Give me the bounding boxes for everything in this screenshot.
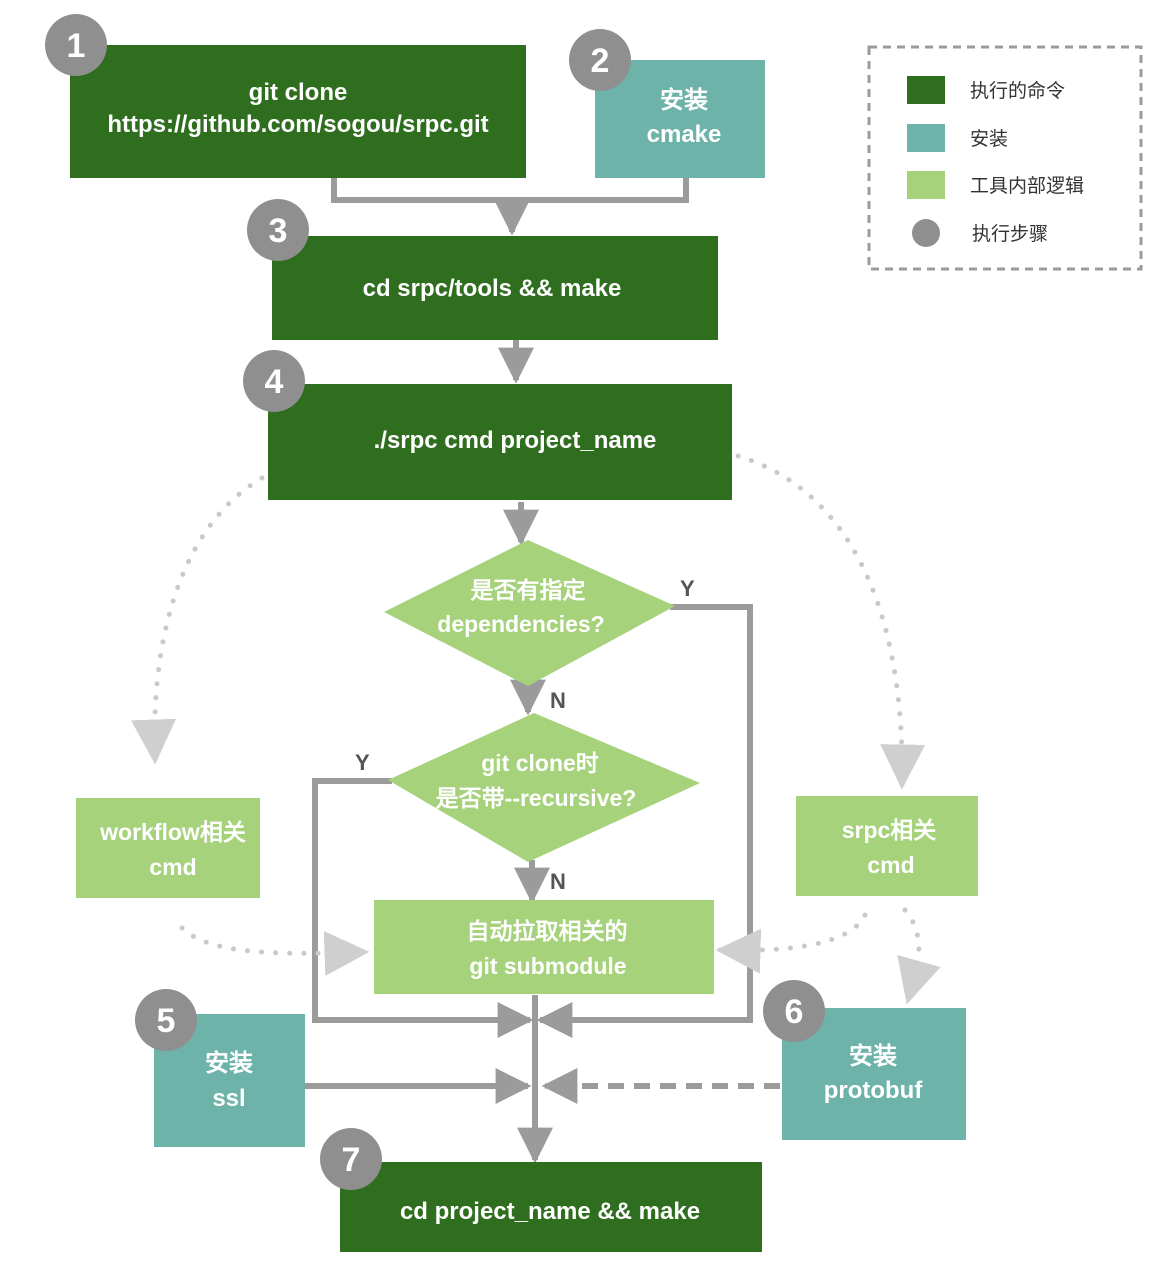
decision-recursive-line2: 是否带--recursive? bbox=[436, 785, 637, 811]
node-make-project-line1: cd project_name && make bbox=[400, 1198, 700, 1225]
node-install-protobuf-line1: 安装 bbox=[849, 1042, 897, 1070]
node-make-project-box bbox=[340, 1162, 762, 1252]
step-3: 3 bbox=[247, 199, 309, 261]
node-install-ssl-line2: ssl bbox=[212, 1085, 245, 1112]
edge-clone-to-tools bbox=[331, 178, 512, 203]
node-workflow-cmd-line1: workflow相关 bbox=[99, 819, 246, 845]
decision-dependencies-shape bbox=[384, 540, 675, 686]
node-git-clone-line1: git clone bbox=[249, 79, 348, 106]
step-2: 2 bbox=[569, 29, 631, 91]
node-git-clone: git clone https://github.com/sogou/srpc.… bbox=[70, 45, 526, 178]
label-recursive-no: N bbox=[550, 869, 566, 894]
legend-item-step: 执行步骤 bbox=[912, 219, 1048, 247]
node-git-clone-line2: https://github.com/sogou/srpc.git bbox=[107, 111, 488, 138]
edge-workflow-to-submodule bbox=[179, 925, 370, 976]
edge-srpc-to-protobuf bbox=[897, 907, 941, 1005]
node-srpc-related-cmd-line2: cmd bbox=[867, 852, 914, 878]
node-workflow-cmd-line2: cmd bbox=[149, 854, 196, 880]
node-srpc-cmd: ./srpc cmd project_name bbox=[268, 384, 732, 500]
step-5-circle bbox=[135, 989, 197, 1051]
step-2-circle bbox=[569, 29, 631, 91]
legend-swatch-command bbox=[907, 76, 945, 104]
step-4-number: 4 bbox=[265, 363, 284, 401]
label-recursive-yes: Y bbox=[355, 750, 370, 775]
legend-label-step: 执行步骤 bbox=[972, 223, 1048, 245]
node-install-cmake-line1: 安装 bbox=[660, 86, 708, 114]
legend-border bbox=[867, 45, 1143, 271]
node-git-clone-box bbox=[70, 45, 526, 178]
node-pull-submodule: 自动拉取相关的 git submodule bbox=[374, 900, 714, 994]
step-5-number: 5 bbox=[157, 1002, 176, 1040]
step-7-number: 7 bbox=[342, 1141, 361, 1179]
legend-swatch-step bbox=[912, 219, 940, 247]
node-srpc-related-cmd-line1: srpc相关 bbox=[842, 817, 937, 843]
dotted-connectors bbox=[131, 453, 941, 1005]
connectors bbox=[305, 178, 780, 1164]
edge-cmd-to-srpc bbox=[735, 453, 926, 790]
step-1: 1 bbox=[45, 14, 107, 76]
step-3-number: 3 bbox=[269, 212, 288, 250]
node-make-tools-box bbox=[272, 236, 718, 340]
node-srpc-cmd-line1: ./srpc cmd project_name bbox=[374, 427, 657, 454]
edge-srpc-to-submodule bbox=[715, 912, 868, 974]
legend-swatch-install bbox=[907, 124, 945, 152]
node-srpc-related-cmd-box bbox=[796, 796, 978, 896]
node-workflow-cmd-box bbox=[76, 798, 260, 898]
step-5: 5 bbox=[135, 989, 197, 1051]
step-7-circle bbox=[320, 1128, 382, 1190]
decision-dependencies: 是否有指定 dependencies? bbox=[384, 540, 675, 686]
decision-recursive-shape bbox=[388, 713, 700, 862]
node-pull-submodule-box bbox=[374, 900, 714, 994]
label-deps-yes: Y bbox=[680, 576, 695, 601]
step-6-number: 6 bbox=[785, 993, 804, 1031]
step-2-number: 2 bbox=[591, 42, 610, 80]
node-make-project: cd project_name && make bbox=[340, 1162, 762, 1252]
edge-deps-yes bbox=[536, 604, 753, 1038]
step-4: 4 bbox=[243, 350, 305, 412]
legend: 执行的命令 安装 工具内部逻辑 执行步骤 bbox=[867, 45, 1143, 271]
legend-label-command: 执行的命令 bbox=[970, 80, 1065, 102]
node-install-ssl-line1: 安装 bbox=[205, 1049, 253, 1077]
step-1-number: 1 bbox=[67, 27, 86, 65]
node-install-protobuf-line2: protobuf bbox=[824, 1077, 924, 1104]
legend-label-install: 安装 bbox=[970, 128, 1008, 150]
edge-recursive-yes bbox=[312, 778, 534, 1038]
node-install-cmake-line2: cmake bbox=[647, 121, 722, 148]
step-3-circle bbox=[247, 199, 309, 261]
label-deps-no: N bbox=[550, 688, 566, 713]
edge-cmd-to-workflow bbox=[131, 475, 265, 765]
edge-cmake-to-tools bbox=[512, 178, 689, 203]
node-make-tools: cd srpc/tools && make bbox=[272, 236, 718, 340]
node-make-tools-line1: cd srpc/tools && make bbox=[363, 275, 622, 302]
node-workflow-cmd: workflow相关 cmd bbox=[76, 798, 260, 898]
step-4-circle bbox=[243, 350, 305, 412]
step-1-circle bbox=[45, 14, 107, 76]
step-7: 7 bbox=[320, 1128, 382, 1190]
legend-swatch-logic bbox=[907, 171, 945, 199]
decision-dependencies-line1: 是否有指定 bbox=[471, 577, 586, 603]
legend-item-command: 执行的命令 bbox=[907, 76, 1065, 104]
step-6: 6 bbox=[763, 980, 825, 1042]
step-6-circle bbox=[763, 980, 825, 1042]
decision-dependencies-line2: dependencies? bbox=[437, 611, 604, 637]
legend-item-logic: 工具内部逻辑 bbox=[907, 171, 1084, 199]
legend-item-install: 安装 bbox=[907, 124, 1008, 152]
node-pull-submodule-line1: 自动拉取相关的 bbox=[467, 918, 628, 944]
legend-label-logic: 工具内部逻辑 bbox=[970, 175, 1084, 197]
decision-recursive: git clone时 是否带--recursive? bbox=[388, 713, 700, 862]
decision-recursive-line1: git clone时 bbox=[481, 750, 599, 776]
node-pull-submodule-line2: git submodule bbox=[469, 953, 626, 979]
node-srpc-related-cmd: srpc相关 cmd bbox=[796, 796, 978, 896]
node-srpc-cmd-box bbox=[268, 384, 732, 500]
